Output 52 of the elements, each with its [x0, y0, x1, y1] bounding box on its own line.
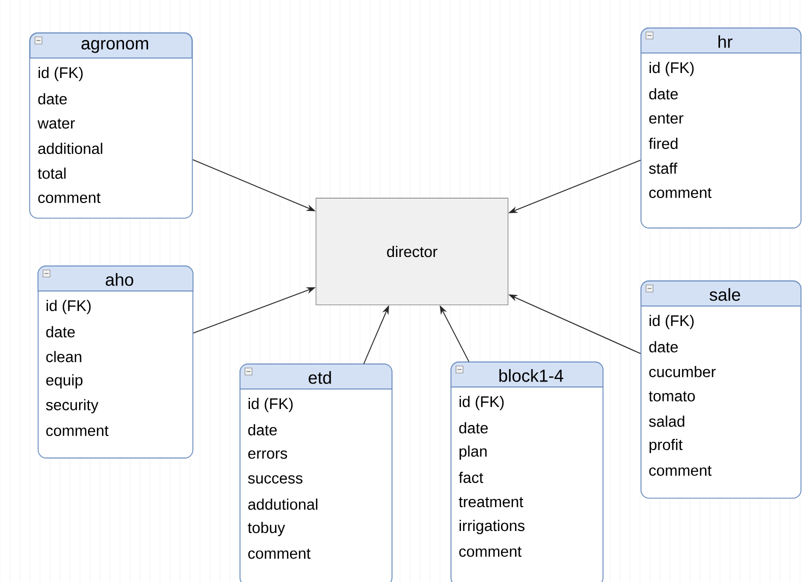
- field-name: comment: [649, 188, 712, 198]
- entity-table: [38, 266, 194, 458]
- field-name: salad: [649, 416, 684, 427]
- field-name: equip: [46, 374, 82, 389]
- field-name: id (FK): [38, 66, 83, 82]
- field-name: plan: [460, 445, 487, 460]
- field-name: tomato: [648, 391, 695, 402]
- entity-table: [640, 28, 802, 228]
- field-name: enter: [649, 114, 684, 124]
- field-name: fired: [648, 138, 678, 150]
- entity-table: [240, 364, 392, 582]
- field-name: comment: [649, 466, 712, 476]
- table-title: block1-4: [499, 369, 564, 382]
- field-name: clean: [46, 350, 82, 362]
- field-name: comment: [46, 426, 109, 436]
- field-name: security: [46, 399, 98, 414]
- field-name: total: [38, 168, 66, 179]
- field-name: comment: [248, 548, 311, 559]
- field-name: irrigations: [460, 520, 524, 534]
- field-name: profit: [650, 438, 683, 454]
- field-name: date: [649, 341, 678, 352]
- field-name: addutional: [248, 498, 318, 510]
- field-name: id (FK): [650, 314, 694, 330]
- table-title: etd: [308, 371, 331, 384]
- field-name: fact: [458, 472, 484, 484]
- table-title: agronom: [82, 40, 148, 53]
- field-name: id (FK): [248, 398, 293, 412]
- field-name: staff: [649, 162, 678, 174]
- field-name: id (FK): [460, 396, 504, 410]
- field-name: cucumber: [649, 366, 716, 378]
- table-title: sale: [710, 288, 740, 301]
- field-name: date: [46, 326, 75, 338]
- table-title: aho: [106, 273, 134, 286]
- field-name: additional: [38, 142, 102, 154]
- entity-box: director: [316, 198, 508, 306]
- field-name: comment: [38, 192, 101, 204]
- field-name: id (FK): [46, 300, 91, 314]
- field-name: tobuy: [248, 522, 286, 536]
- entity-table: [640, 280, 802, 499]
- field-name: success: [248, 475, 302, 484]
- field-name: water: [38, 118, 75, 129]
- field-name: date: [459, 422, 488, 434]
- field-name: id (FK): [650, 62, 694, 76]
- field-name: date: [38, 93, 67, 104]
- field-name: errors: [248, 450, 288, 459]
- field-name: date: [248, 424, 277, 436]
- table-title: hr: [718, 35, 732, 48]
- field-name: treatment: [458, 497, 524, 508]
- entity-table: [29, 32, 193, 219]
- entity-table: [450, 362, 604, 582]
- field-name: date: [649, 88, 678, 100]
- field-name: comment: [459, 546, 522, 557]
